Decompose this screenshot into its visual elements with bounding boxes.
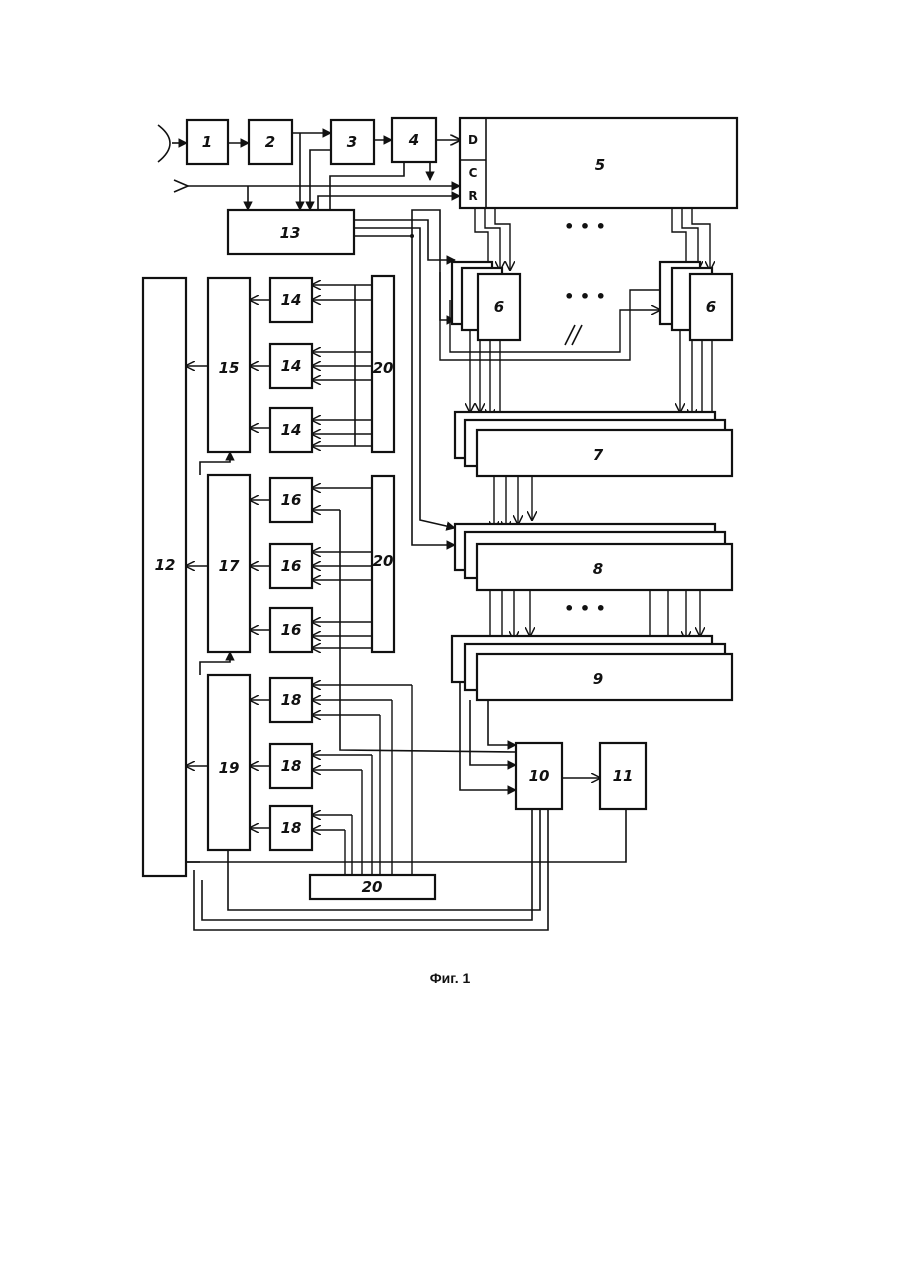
svg-text:12: 12 xyxy=(155,556,176,574)
svg-text:15: 15 xyxy=(219,359,240,377)
svg-text:1: 1 xyxy=(202,133,212,151)
block-10: 10 xyxy=(516,743,562,809)
svg-text:7: 7 xyxy=(593,446,604,464)
block-16-b: 16 xyxy=(270,544,312,588)
svg-text:20: 20 xyxy=(362,878,383,896)
svg-text:14: 14 xyxy=(281,421,302,439)
ellipsis-mid: • • • xyxy=(564,287,606,306)
svg-text:20: 20 xyxy=(373,359,394,377)
block-13: 13 xyxy=(228,210,354,254)
block-20-mid: 20 xyxy=(372,476,394,652)
block-16-c: 16 xyxy=(270,608,312,652)
block-12: 12 xyxy=(143,278,186,876)
svg-text:9: 9 xyxy=(593,670,603,688)
block-8: 8 xyxy=(455,524,732,590)
block-19: 19 xyxy=(208,675,250,850)
figure-caption: Фиг. 1 xyxy=(0,970,900,986)
input-terminal-icon xyxy=(174,180,188,192)
antenna-icon xyxy=(158,125,170,162)
block-15: 15 xyxy=(208,278,250,452)
block-7: 7 xyxy=(455,412,732,476)
svg-text:2: 2 xyxy=(265,133,275,151)
block-20-top: 20 xyxy=(372,276,394,452)
block-6-left: 6 xyxy=(452,262,520,340)
block-16-a: 16 xyxy=(270,478,312,522)
svg-text:14: 14 xyxy=(281,357,302,375)
svg-text:18: 18 xyxy=(281,757,302,775)
svg-text:8: 8 xyxy=(593,560,603,578)
block-2: 2 xyxy=(249,120,292,164)
pin-r: R xyxy=(468,189,477,203)
svg-text:19: 19 xyxy=(219,759,240,777)
svg-text:5: 5 xyxy=(595,156,605,174)
svg-text:4: 4 xyxy=(408,131,419,149)
svg-text:6: 6 xyxy=(706,298,716,316)
block-6-right: 6 xyxy=(660,262,732,340)
svg-text:14: 14 xyxy=(281,291,302,309)
block-1: 1 xyxy=(187,120,228,164)
block-18-c: 18 xyxy=(270,806,312,850)
block-20-bottom: 20 xyxy=(310,875,435,899)
block-14-c: 14 xyxy=(270,408,312,452)
svg-text:18: 18 xyxy=(281,819,302,837)
block-18-b: 18 xyxy=(270,744,312,788)
block-17: 17 xyxy=(208,475,250,652)
block-14-a: 14 xyxy=(270,278,312,322)
svg-text:16: 16 xyxy=(281,557,302,575)
svg-text:20: 20 xyxy=(373,552,394,570)
svg-text:18: 18 xyxy=(281,691,302,709)
block-5: D C R 5 xyxy=(460,118,737,208)
svg-text:16: 16 xyxy=(281,621,302,639)
block-9: 9 xyxy=(452,636,732,700)
svg-text:10: 10 xyxy=(529,767,550,785)
block-18-a: 18 xyxy=(270,678,312,722)
svg-text:17: 17 xyxy=(219,557,240,575)
pin-c: C xyxy=(469,166,478,180)
svg-text:16: 16 xyxy=(281,491,302,509)
block-11: 11 xyxy=(600,743,646,809)
block-4: 4 xyxy=(392,118,436,162)
block-3: 3 xyxy=(331,120,374,164)
svg-text:3: 3 xyxy=(347,133,357,151)
ellipsis-top: • • • xyxy=(564,217,606,236)
svg-text:6: 6 xyxy=(494,298,504,316)
svg-text:11: 11 xyxy=(613,767,634,785)
svg-text:13: 13 xyxy=(280,224,301,242)
pin-d: D xyxy=(468,133,478,147)
block-14-b: 14 xyxy=(270,344,312,388)
ellipsis-lower: • • • xyxy=(564,599,606,618)
